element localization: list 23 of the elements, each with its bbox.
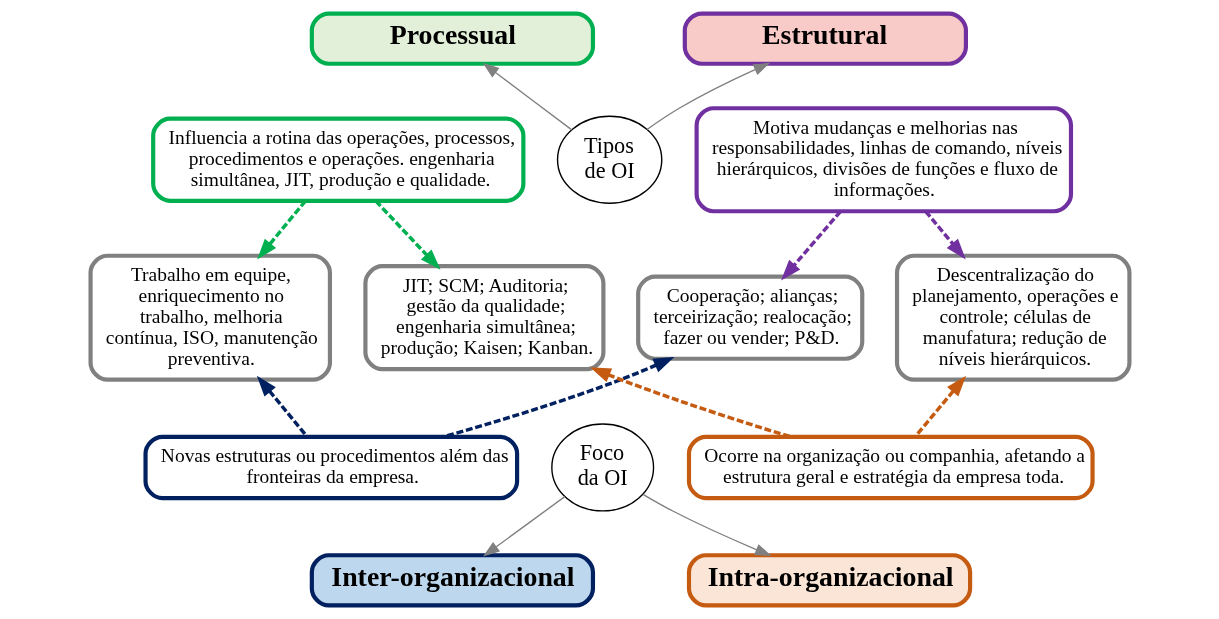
node-ellipse: Foco da OI — [550, 423, 654, 512]
arrow — [482, 495, 565, 557]
node-box: Motiva mudanças e melhorias nas responsabilidades, linhas de comando, níveis hierárquicos, divisões de funções e fluxo de informações. — [694, 106, 1073, 214]
node-ellipse: Tipos de OI — [556, 115, 662, 204]
node-box: Estrutural — [682, 11, 968, 66]
arrow — [482, 62, 572, 131]
node-box: Descentralização do planejamento, operações e controle; células de manufatura; redução de níveis hierárquicos. — [894, 253, 1131, 382]
node-box: Ocorre na organização ou companhia, afetando a estrutura geral e estratégia da empresa toda. — [686, 434, 1095, 501]
node-box: Intra-organizacional — [686, 553, 972, 608]
node-box: Influencia a rotina das operações, processos, procedimentos e operações. engenharia simultânea, JIT, produção e qualidade. — [150, 116, 525, 203]
arrow — [780, 210, 842, 281]
node-box: Novas estruturas ou procedimentos além das fronteiras da empresa. — [142, 434, 519, 501]
arrow — [256, 200, 307, 260]
node-box: Trabalho em equipe, enriquecimento no trabalho, melhoria contínua, ISO, manutenção preventiva. — [88, 253, 332, 382]
node-box: Processual — [309, 11, 595, 66]
arrow — [924, 210, 966, 260]
arrow — [645, 62, 770, 131]
arrow — [913, 375, 966, 438]
arrow — [641, 493, 772, 556]
node-box: Cooperação; alianças; terceirização; realocação; fazer ou vender; P&D. — [635, 274, 864, 361]
node-box: Inter-organizacional — [309, 553, 595, 608]
node-box: JIT; SCM; Auditoria; gestão da qualidade; engenharia simultânea; produção; Kaisen; Kanban. — [362, 264, 605, 372]
arrow — [256, 375, 308, 438]
